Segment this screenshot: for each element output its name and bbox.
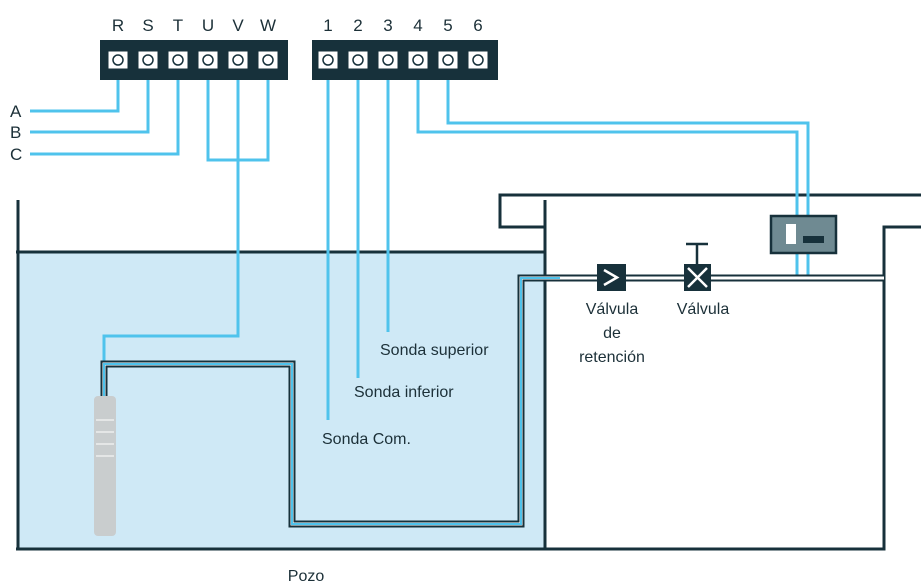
terminal-label-3: 3: [383, 16, 392, 35]
terminal-label-2: 2: [353, 16, 362, 35]
label-sonda-superior: Sonda superior: [380, 342, 489, 359]
terminal-label-5: 5: [443, 16, 452, 35]
gate-valve-icon: [684, 242, 711, 291]
discharge-pipe: [100, 274, 884, 528]
label-sonda-com: Sonda Com.: [322, 431, 411, 448]
well-walls: [16, 200, 547, 551]
probe-wires: [326, 80, 390, 420]
level-sensor-icon: [769, 214, 838, 255]
level-sensor-wires: [416, 80, 810, 277]
label-valvula-retencion-3: retención: [579, 349, 645, 366]
terminal-label-t: T: [173, 16, 183, 35]
label-valvula: Válvula: [677, 301, 730, 318]
terminal-block-123456: [312, 40, 498, 80]
terminal-label-6: 6: [473, 16, 482, 35]
label-pozo: Pozo: [288, 568, 325, 585]
terminal-label-w: W: [260, 16, 276, 35]
terminal-label-r: R: [112, 16, 124, 35]
phase-wires: [30, 80, 180, 156]
terminal-label-u: U: [202, 16, 214, 35]
label-valvula-retencion-1: Válvula: [586, 301, 639, 318]
submersible-pump: [94, 396, 116, 536]
tank-walls: [498, 193, 921, 551]
phase-label-c: C: [10, 145, 22, 164]
terminal-labels-left: R S T U V W: [112, 16, 276, 35]
terminal-label-1: 1: [323, 16, 332, 35]
label-valvula-retencion-2: de: [603, 325, 621, 342]
label-sonda-inferior: Sonda inferior: [354, 384, 454, 401]
terminal-label-v: V: [232, 16, 244, 35]
phase-label-a: A: [10, 102, 22, 121]
terminal-label-s: S: [142, 16, 153, 35]
terminal-label-4: 4: [413, 16, 422, 35]
terminal-block-rstuvw: [100, 40, 288, 80]
phase-labels: A B C: [10, 102, 22, 164]
terminal-labels-right: 1 2 3 4 5 6: [323, 16, 482, 35]
check-valve-icon: [597, 264, 626, 291]
phase-label-b: B: [10, 123, 21, 142]
